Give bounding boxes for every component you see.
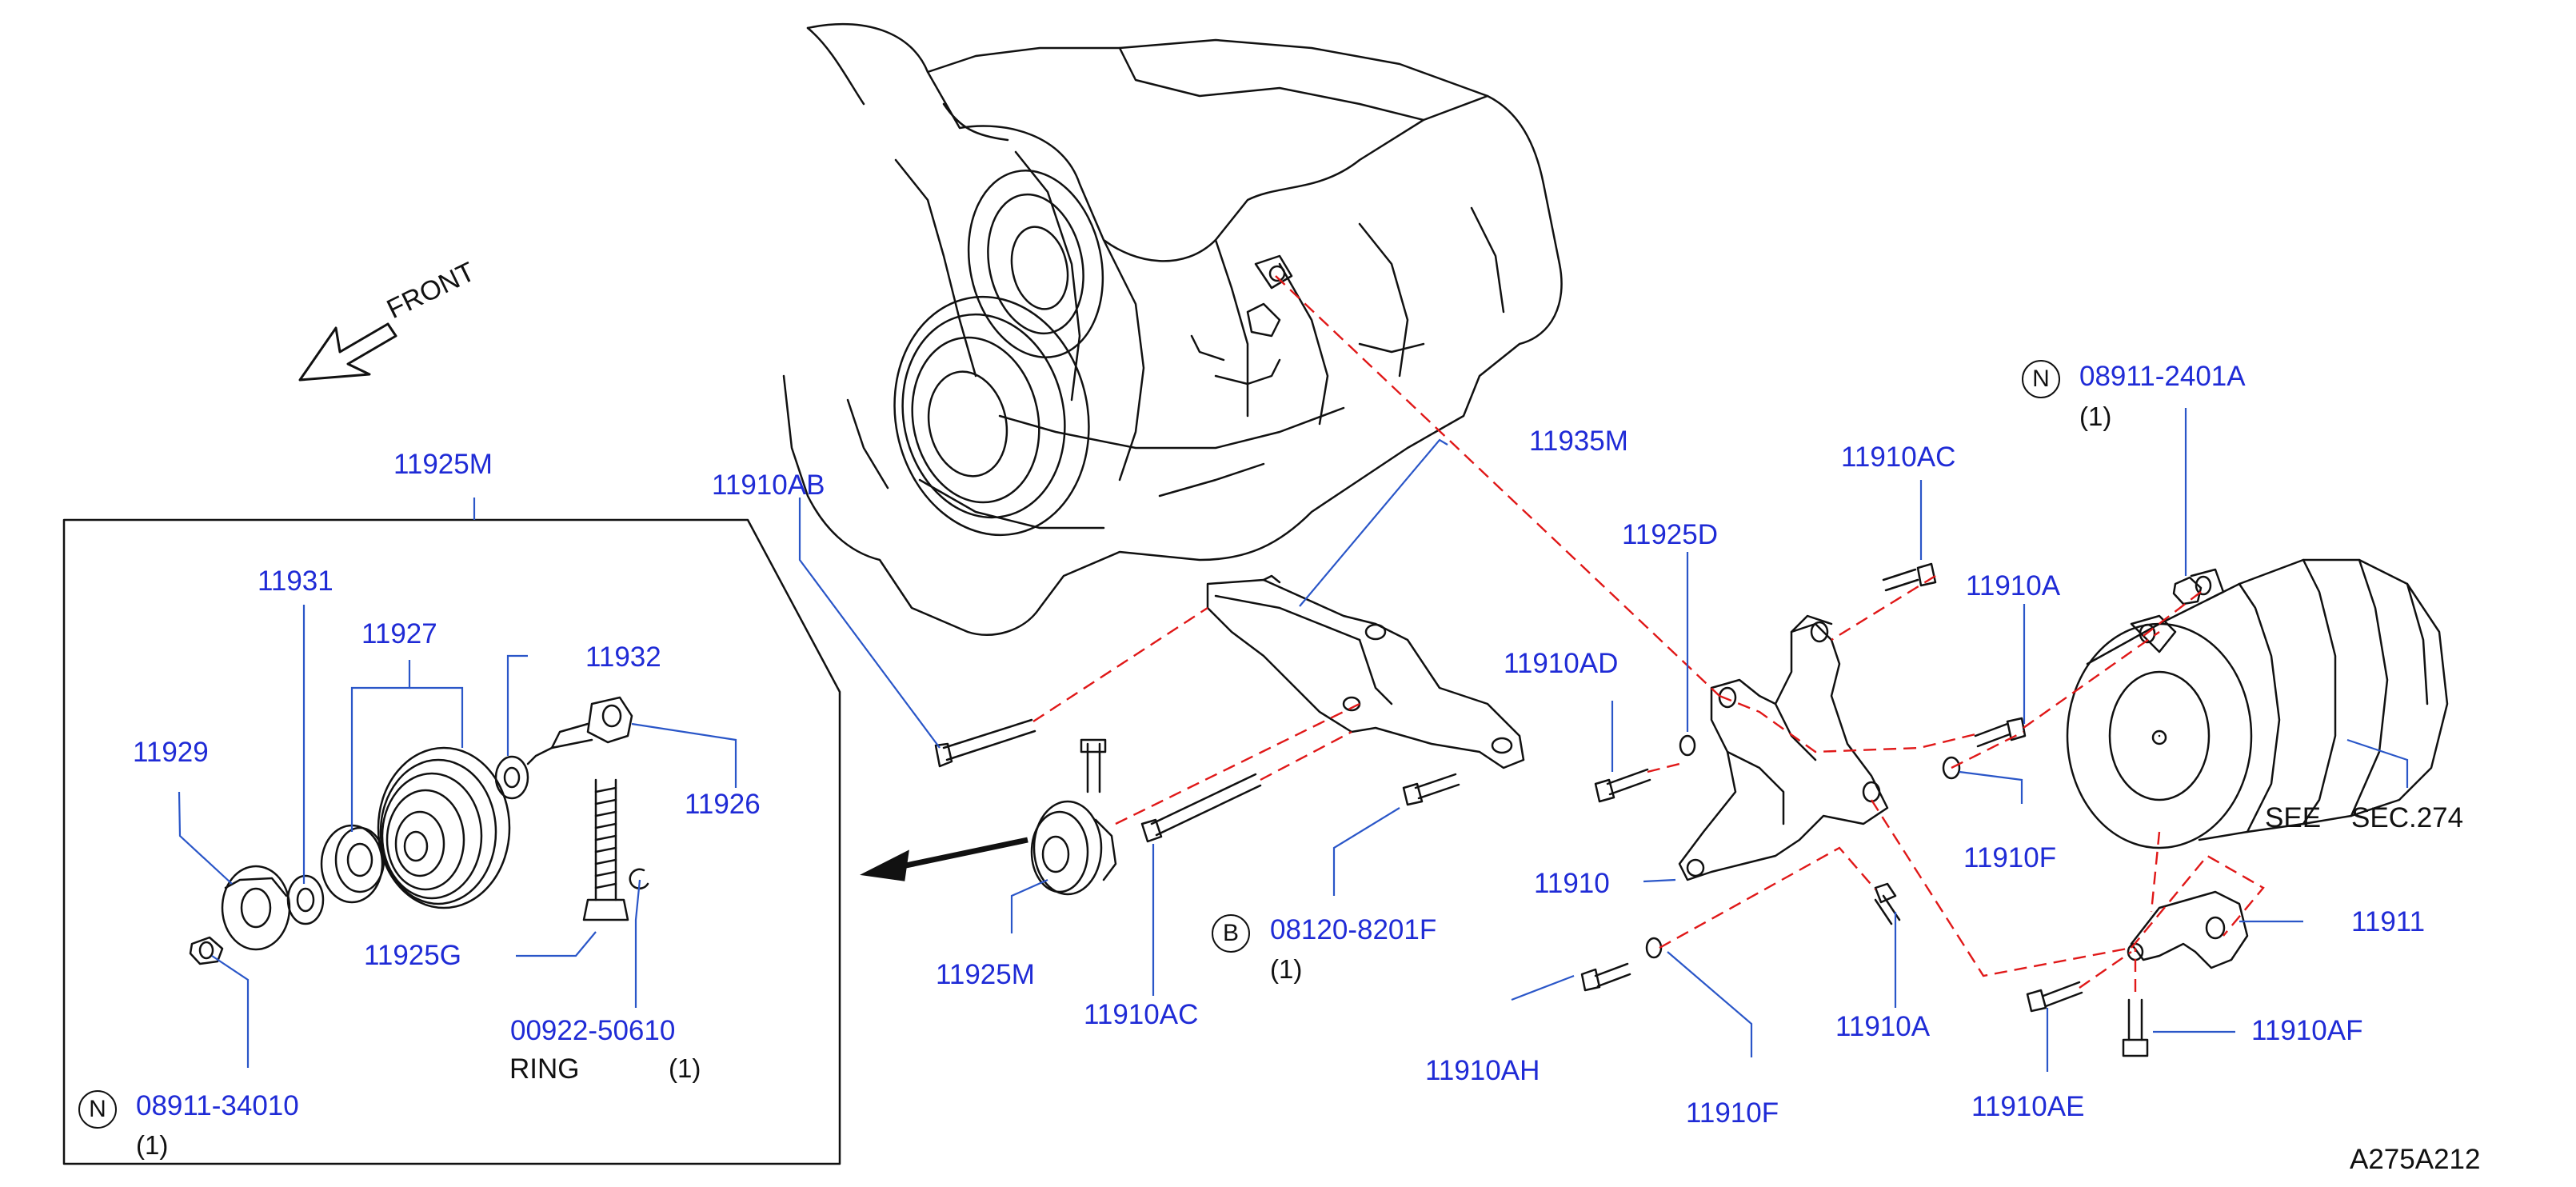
callout-11935M[interactable]: 11935M xyxy=(1529,426,1628,457)
ac-compressor xyxy=(2066,558,2449,849)
sec-reference-link[interactable]: SEC.274 xyxy=(2351,802,2464,833)
leader-lines xyxy=(178,408,2409,1072)
callout-11910AC-upper[interactable]: 11910AC xyxy=(1841,442,1956,473)
n-badge-icon-2401A: N xyxy=(2022,360,2060,398)
callout-11932[interactable]: 11932 xyxy=(585,641,661,673)
callout-08911-2401A[interactable]: 08911-2401A xyxy=(2079,361,2246,392)
callout-08120-8201F[interactable]: 08120-8201F xyxy=(1270,914,1437,945)
callout-11910AF[interactable]: 11910AF xyxy=(2251,1015,2363,1046)
callout-11910AC-lower[interactable]: 11910AC xyxy=(1084,999,1199,1030)
engine-block xyxy=(782,22,1563,636)
guide-lines xyxy=(1032,275,2265,992)
bracket-11935M xyxy=(1206,574,1525,769)
callout-11910F-upper[interactable]: 11910F xyxy=(1963,842,2057,873)
callout-11931[interactable]: 11931 xyxy=(258,566,333,597)
bolt-11910AC-lower xyxy=(1140,773,1262,843)
callout-11927[interactable]: 11927 xyxy=(361,618,437,649)
callout-11929[interactable]: 11929 xyxy=(133,737,209,768)
callout-11925M-box[interactable]: 11925M xyxy=(393,449,493,480)
drawing-code: A275A212 xyxy=(2350,1144,2481,1175)
bolt-08120-8201F xyxy=(1402,773,1460,806)
bolt-11910AB xyxy=(934,718,1036,768)
qty-08911-2401A: (1) xyxy=(2079,402,2112,431)
callout-11910AD[interactable]: 11910AD xyxy=(1504,648,1619,679)
callout-11910F-lower[interactable]: 11910F xyxy=(1686,1097,1779,1129)
callout-11910AB[interactable]: 11910AB xyxy=(712,470,825,501)
idler-detail-box xyxy=(62,518,841,1165)
see-label: SEE xyxy=(2265,802,2322,833)
callout-00922-50610[interactable]: 00922-50610 xyxy=(510,1015,676,1046)
callout-11910A-upper[interactable]: 11910A xyxy=(1966,570,2061,601)
callout-11910A-lower[interactable]: 11910A xyxy=(1835,1011,1931,1042)
qty-08911-34010: (1) xyxy=(136,1130,169,1160)
bracket-11910 xyxy=(1678,614,1889,881)
callout-11910[interactable]: 11910 xyxy=(1534,868,1610,899)
callout-11925D[interactable]: 11925D xyxy=(1622,519,1719,550)
callout-08911-34010[interactable]: 08911-34010 xyxy=(136,1090,299,1121)
hardware-bolts xyxy=(1580,562,2203,1057)
b-badge-icon-08120: B xyxy=(1212,914,1250,953)
callout-11911[interactable]: 11911 xyxy=(2351,906,2426,937)
ring-label: RING xyxy=(509,1053,580,1085)
ring-quantity: (1) xyxy=(669,1053,701,1083)
front-arrow-icon xyxy=(298,322,397,382)
idler-pulley-parts xyxy=(189,696,649,965)
callout-11910AH[interactable]: 11910AH xyxy=(1425,1055,1540,1086)
callout-11925M[interactable]: 11925M xyxy=(936,959,1035,990)
callout-11925G[interactable]: 11925G xyxy=(364,940,461,971)
n-badge-icon-34010: N xyxy=(78,1090,117,1129)
callout-11926[interactable]: 11926 xyxy=(685,789,761,820)
idler-assembly-on-engine xyxy=(1030,738,1117,896)
qty-08120-8201F: (1) xyxy=(1270,954,1303,984)
callout-11910AE[interactable]: 11910AE xyxy=(1971,1091,2085,1122)
